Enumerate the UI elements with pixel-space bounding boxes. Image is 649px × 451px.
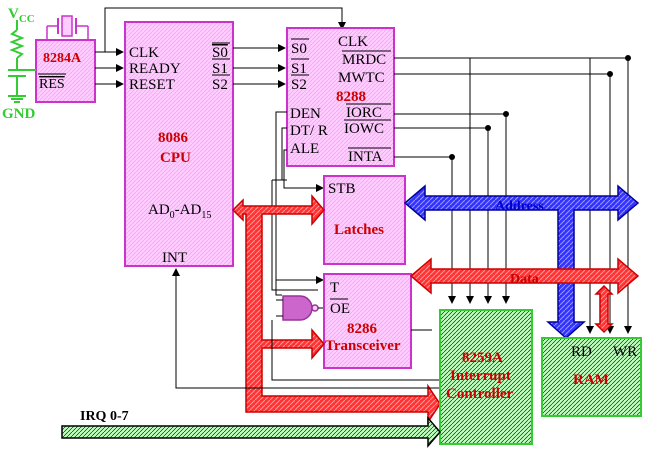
cpu-local-bus xyxy=(231,193,441,425)
bus-controller-pin-iorc: IORC xyxy=(346,105,382,121)
irq-bus: IRQ 0-7 xyxy=(61,409,441,449)
crystal-icon xyxy=(46,15,89,40)
ram-pin-wr: WR xyxy=(613,344,637,360)
latches-name: Latches xyxy=(334,222,384,238)
resistor-icon xyxy=(9,29,25,59)
cpu-pin-clk: CLK xyxy=(129,45,159,61)
cpu-pin-s1: S1 xyxy=(212,61,228,77)
latches-chip xyxy=(323,175,406,265)
bus-controller-pin-den: DEN xyxy=(290,106,321,122)
ram-chip xyxy=(541,337,642,417)
cpu-pin-reset: RESET xyxy=(129,77,175,93)
bus-controller-pin-ale: ALE xyxy=(290,141,319,157)
bus-controller-pin-iowc: IOWC xyxy=(344,121,384,137)
transceiver-subtitle: Transceiver xyxy=(325,338,401,354)
clock-generator-chip xyxy=(35,39,96,103)
bus-controller-pin-s1: S1 xyxy=(291,61,307,77)
bus-controller-pin-clk: CLK xyxy=(338,34,368,50)
transceiver-pin-t: T xyxy=(330,280,339,296)
vcc-label: VCC xyxy=(8,6,35,25)
clock-generator-name: 8284A xyxy=(43,51,82,66)
cpu-pin-int: INT xyxy=(162,250,187,266)
interrupt-controller-line3: Controller xyxy=(446,386,514,402)
transceiver-pin-oe: OE xyxy=(330,301,350,317)
data-bus-label: Data xyxy=(510,272,539,287)
bus-controller-pin-mrdc: MRDC xyxy=(342,52,386,68)
interrupt-controller-name: 8259A xyxy=(462,350,503,366)
cpu-pin-s0: S0 xyxy=(212,45,228,61)
bus-controller-name: 8288 xyxy=(336,89,366,105)
cpu-pin-ad: AD0-AD15 xyxy=(148,202,211,221)
data-bus: Data xyxy=(409,257,640,334)
bus-controller-pin-s0: S0 xyxy=(291,41,307,57)
transceiver-name: 8286 xyxy=(347,321,378,337)
cpu-chip xyxy=(124,21,234,267)
gnd-label: GND xyxy=(2,106,36,122)
irq-bus-label: IRQ 0-7 xyxy=(80,409,129,424)
cpu-name: 8086 xyxy=(158,130,189,146)
bus-controller-pin-dtr: DT/ R xyxy=(290,123,328,139)
address-bus-label: Address xyxy=(495,199,544,214)
power-circuit: VCC GND xyxy=(2,6,38,122)
junction-dots xyxy=(449,55,631,160)
latches-pin-stb: STB xyxy=(328,181,356,197)
bus-controller-pin-s2: S2 xyxy=(291,77,307,93)
cpu-pin-s2: S2 xyxy=(212,77,228,93)
cpu-subtitle: CPU xyxy=(160,150,191,166)
cpu-pin-ready: READY xyxy=(129,61,181,77)
ram-pin-rd: RD xyxy=(571,344,592,360)
bus-controller-pin-inta: INTA xyxy=(348,149,383,165)
interrupt-controller-chip xyxy=(439,309,533,445)
transceiver-chip xyxy=(323,273,412,369)
buffer-gate-icon xyxy=(276,295,324,321)
interrupt-controller-line2: Interrupt xyxy=(450,368,511,384)
ram-name: RAM xyxy=(573,372,609,388)
clock-generator-res-pin: RES xyxy=(39,77,65,92)
address-bus: Address xyxy=(403,184,640,340)
bus-controller-pin-mwtc: MWTC xyxy=(338,70,385,86)
